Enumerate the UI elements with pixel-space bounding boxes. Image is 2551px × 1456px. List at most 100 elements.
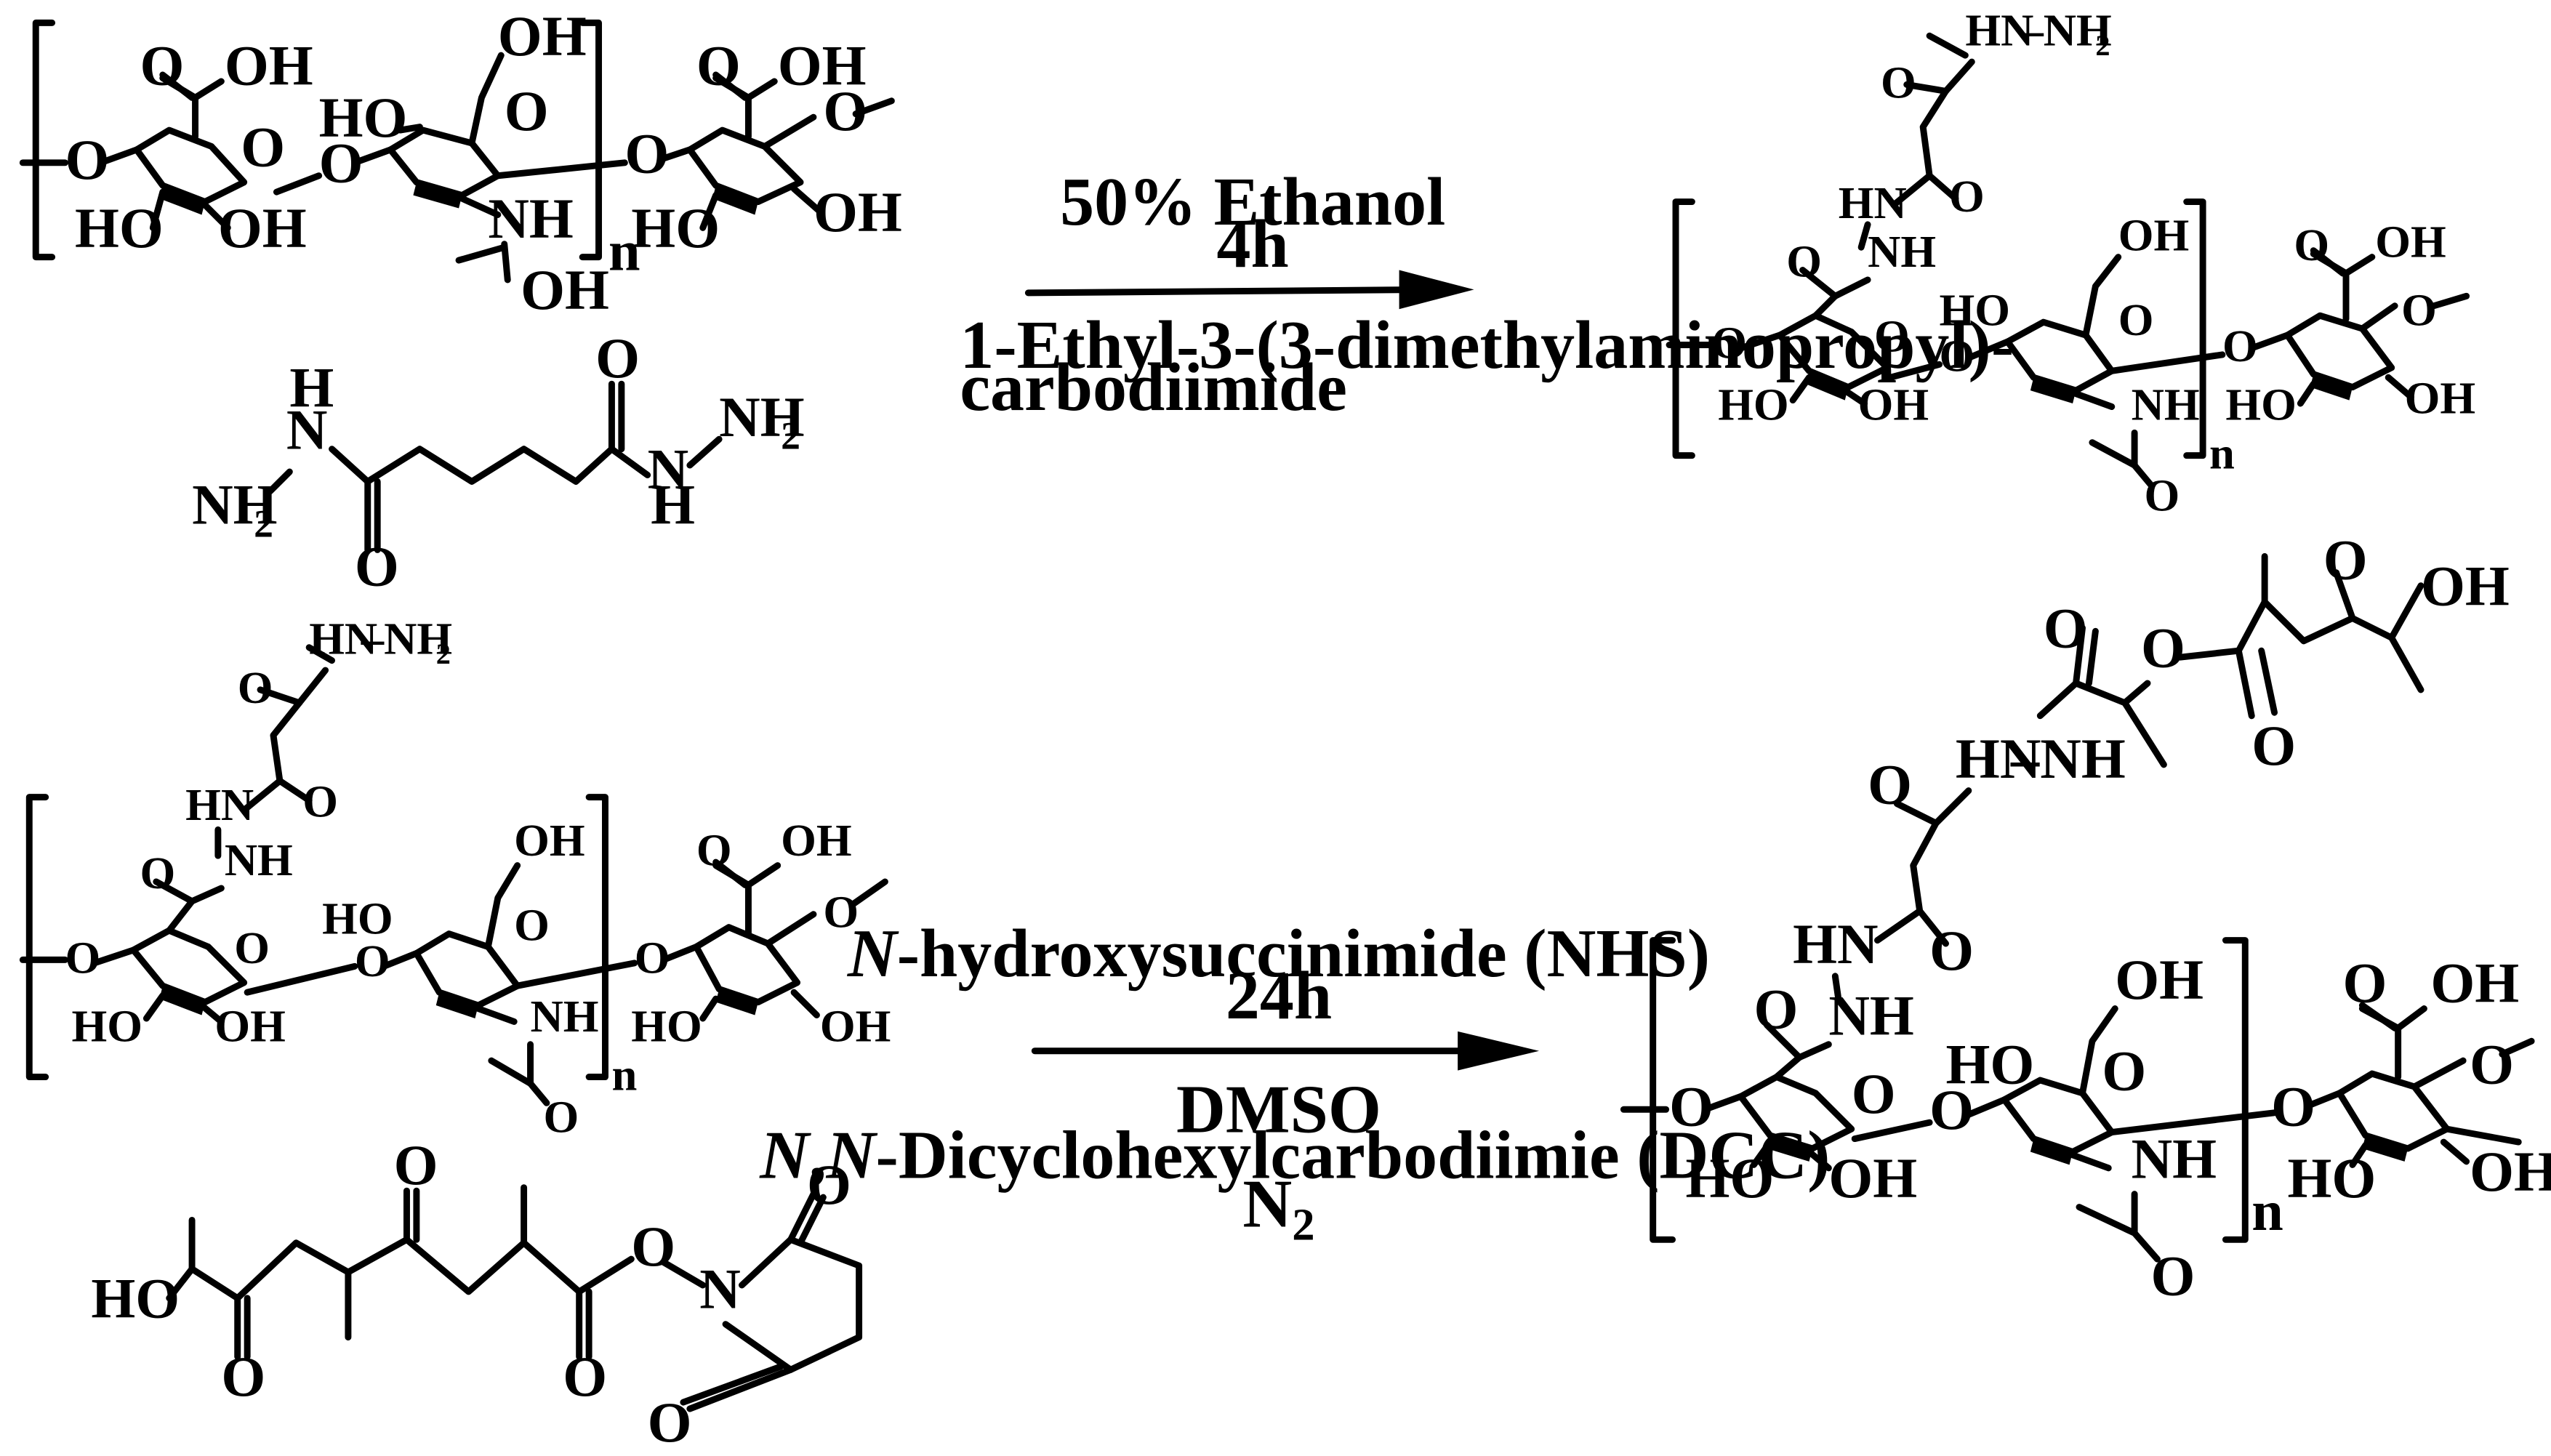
ha-adh-product-structure: HN – NH 2 O O HN NH O O O HO OH O O HO	[1666, 5, 2475, 521]
atom-oh: OH	[2118, 210, 2189, 261]
atom-ho: HO	[1946, 1032, 2035, 1095]
ha-adh-reactant-structure: HN – NH 2 O O HN NH O O O HO OH O O HO O…	[19, 614, 891, 1143]
atom-ho: HO	[2225, 379, 2296, 430]
condition-reagent-1b: carbodiimide	[960, 350, 1347, 425]
atom-oh: OH	[1828, 1146, 1917, 1210]
atom-o-ring: O	[2118, 294, 2154, 345]
condition-dcc: N,N-Dicyclohexylcarbodiimie (DCC)	[759, 1117, 1830, 1193]
atom-nh2-sub: 2	[436, 637, 451, 670]
atom-oh: OH	[2375, 217, 2446, 268]
atom-oh: OH	[521, 258, 609, 321]
atom-o: O	[2141, 616, 2185, 680]
atom-ho: HO	[75, 196, 164, 260]
atom-nh2: NH	[2044, 5, 2112, 56]
atom-o: O	[1786, 236, 1822, 286]
repeat-n: n	[611, 1049, 637, 1100]
atom-ho: HO	[631, 1000, 702, 1051]
atom-oh: OH	[813, 180, 902, 244]
atom-o: O	[1881, 57, 1916, 108]
atom-oh: OH	[2421, 555, 2510, 618]
atom-o: O	[355, 535, 399, 598]
atom-ho: HO	[1718, 379, 1788, 430]
atom-o: O	[543, 1092, 579, 1143]
atom-oh: OH	[2430, 952, 2519, 1015]
atom-o-ring: O	[514, 900, 550, 951]
atom-h: H	[289, 356, 334, 419]
atom-o: O	[648, 1391, 692, 1454]
atom-o: O	[355, 936, 390, 986]
atom-ho: HO	[2287, 1146, 2376, 1210]
atom-nh2: NH	[192, 473, 277, 536]
atom-o: O	[1868, 753, 1912, 816]
atom-oh: OH	[214, 1000, 285, 1051]
atom-hn: HN	[309, 614, 377, 664]
reaction-1-conditions: 50% Ethanol 4h 1-Ethyl-3-(3-dimethylamin…	[960, 164, 2014, 425]
atom-oh: OH	[2405, 372, 2475, 423]
atom-o: O	[696, 33, 741, 97]
repeat-n: n	[2209, 428, 2235, 479]
atom-n: N	[286, 398, 328, 462]
atom-hn: HN	[1956, 727, 2041, 790]
atom-ho: HO	[1940, 285, 2010, 336]
atom-oh: OH	[778, 33, 867, 97]
atom-nh: NH	[488, 187, 573, 250]
atom-o: O	[65, 932, 101, 983]
atom-o: O	[1711, 317, 1747, 368]
atom-hn: HN	[1793, 912, 1878, 976]
atom-hn: HN	[1965, 5, 2033, 56]
atom-o-ring: O	[505, 79, 549, 142]
atom-o: O	[1753, 977, 1798, 1040]
atom-dash: –	[2010, 727, 2040, 790]
atom-oh: OH	[820, 1000, 891, 1051]
atom-oh: OH	[514, 815, 584, 866]
atom-ho: HO	[1685, 1146, 1774, 1210]
atom-nh: NH	[531, 991, 599, 1042]
atom-o-ring: O	[823, 887, 859, 938]
atom-oh: OH	[781, 815, 851, 866]
condition-atmosphere: N2	[1242, 1166, 1314, 1250]
atom-o-ring: O	[2470, 1032, 2514, 1095]
atom-o-ring: O	[241, 115, 285, 178]
atom-nh: NH	[2040, 727, 2125, 790]
hyaluronic-acid-structure: O O O OH HO OH O O HO OH NH OH n	[19, 4, 902, 321]
atom-nh2-sub: 2	[254, 502, 273, 546]
atom-o: O	[2251, 714, 2296, 777]
atom-dash: –	[2020, 5, 2044, 56]
atom-o-ring: O	[234, 922, 270, 973]
final-conjugate-structure: O OH O O O HN – NH O O HN NH O O O	[1620, 528, 2551, 1307]
atom-nh: NH	[1828, 984, 1913, 1047]
atom-o: O	[595, 326, 640, 390]
atom-n: N	[648, 437, 689, 500]
atom-o: O	[302, 776, 338, 826]
atom-ho: HO	[322, 893, 393, 944]
atom-o: O	[2145, 470, 2180, 521]
atom-o: O	[140, 33, 184, 97]
atom-ho: HO	[631, 196, 720, 260]
atom-o: O	[394, 1133, 438, 1196]
atom-hn: HN	[185, 779, 254, 830]
atom-o: O	[2323, 528, 2368, 592]
condition-solvent: DMSO	[1176, 1072, 1381, 1148]
atom-o-ring: O	[1874, 310, 1910, 361]
adipic-dihydrazide-structure: NH 2 N H O O N H NH 2	[192, 326, 805, 598]
atom-n: N	[699, 1257, 741, 1320]
atom-o-ring: O	[1852, 1062, 1896, 1125]
atom-o: O	[696, 825, 732, 876]
repeat-n: n	[2251, 1179, 2283, 1242]
atom-nh: NH	[2132, 379, 2200, 430]
atom-hn: HN	[1839, 177, 1907, 228]
atom-ho: HO	[319, 86, 408, 149]
atom-nh2: NH	[384, 614, 452, 664]
atom-oh: OH	[2470, 1140, 2551, 1203]
atom-o: O	[2044, 597, 2088, 660]
atom-o: O	[1949, 171, 1985, 222]
reaction-2-conditions: N-hydroxysuccinimide (NHS) 24h DMSO N,N-…	[759, 916, 1830, 1250]
condition-reagent-1: 1-Ethyl-3-(3-dimethylaminopropyl)-	[960, 307, 2014, 383]
atom-o: O	[238, 662, 273, 713]
atom-o: O	[1929, 919, 1974, 982]
atom-oh: OH	[498, 4, 587, 68]
atom-o: O	[1929, 1078, 1974, 1141]
repeat-n: n	[608, 220, 640, 283]
condition-nhs: N-hydroxysuccinimide (NHS)	[847, 916, 1710, 992]
atom-nh: NH	[2132, 1127, 2217, 1190]
